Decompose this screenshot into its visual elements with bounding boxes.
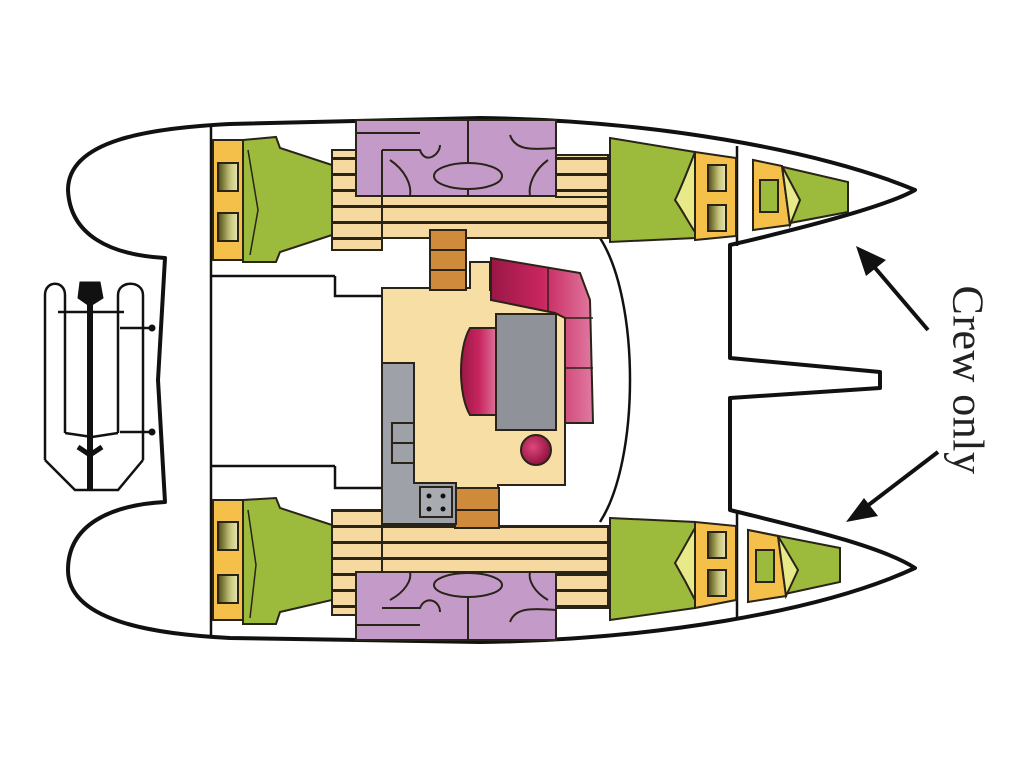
- fwd-cabin-top: [609, 136, 737, 244]
- galley: [381, 362, 457, 525]
- bed-top-aft: [242, 135, 333, 263]
- saloon-chair: [460, 327, 499, 416]
- stool: [520, 434, 552, 466]
- aft-cabin-top: [212, 135, 383, 263]
- crew-cabin-top: [752, 158, 849, 232]
- crew-cabin-bottom: [747, 528, 841, 604]
- head-top: [355, 119, 557, 197]
- settee: [490, 256, 595, 424]
- saloon: [381, 229, 595, 529]
- dinghy: [43, 281, 156, 492]
- crew-only-label: Crew only: [943, 285, 993, 475]
- bed-bottom-aft: [242, 496, 333, 625]
- stove: [419, 486, 453, 518]
- arrow-to-port-bow-cabin: [860, 450, 940, 512]
- head-bottom: [355, 571, 557, 641]
- saloon-table: [495, 313, 557, 431]
- stairs-top: [429, 229, 467, 291]
- annotation-arrows: [846, 246, 940, 522]
- arrow-to-starboard-bow-cabin: [868, 260, 930, 332]
- stairs-bottom: [454, 487, 500, 529]
- corridor-top: [381, 154, 609, 239]
- fwd-cabin-bottom: [609, 516, 737, 622]
